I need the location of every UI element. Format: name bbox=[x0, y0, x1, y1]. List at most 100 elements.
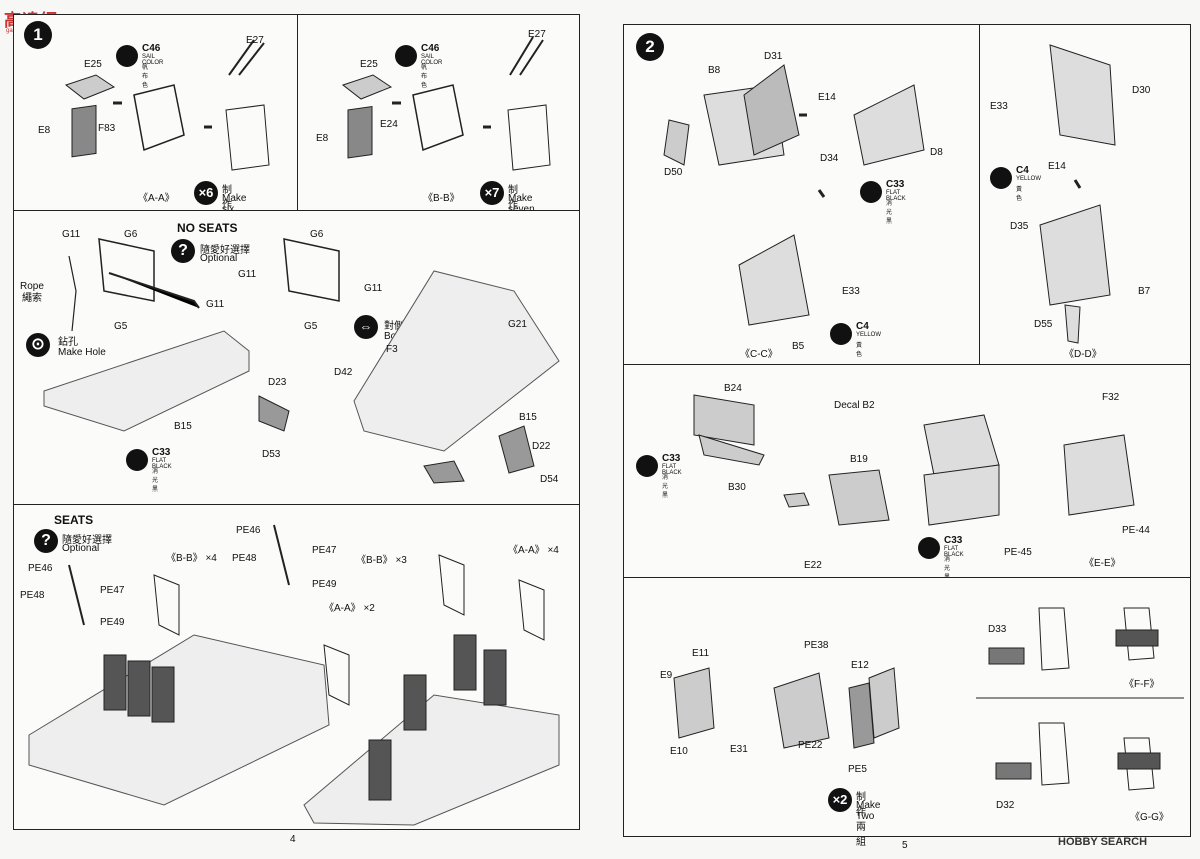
a-a-diagram bbox=[64, 39, 270, 171]
e-e-diagram bbox=[693, 394, 1135, 526]
optional-zh: 隨愛好選擇 bbox=[200, 245, 250, 256]
seat-callout: 《A-A》 ×4 bbox=[508, 545, 559, 556]
panel-c-c: 2 B8 D31 E14 D50 D34 D8 E33 B5 C33 FLAT … bbox=[623, 24, 981, 366]
part-label: E9 bbox=[660, 670, 673, 681]
make-hole-en: Make Hole bbox=[58, 347, 106, 358]
seat-callout: 《A-A》 ×2 bbox=[324, 603, 375, 614]
part-label: G21 bbox=[508, 319, 527, 330]
seat-callout: 《B-B》 ×4 bbox=[166, 553, 217, 564]
part-label: E8 bbox=[316, 133, 329, 144]
step-number-2: 2 bbox=[636, 33, 664, 61]
part-label: E33 bbox=[990, 101, 1008, 112]
section-label: 《F-F》 bbox=[1124, 679, 1160, 690]
part-label: B5 bbox=[792, 341, 805, 352]
optional-zh: 隨愛好選擇 bbox=[62, 535, 112, 546]
part-label: E24 bbox=[380, 119, 398, 130]
no-seats-title: NO SEATS bbox=[177, 221, 238, 235]
brush-icon bbox=[126, 449, 148, 471]
part-label: E25 bbox=[360, 59, 378, 70]
part-label: PE-45 bbox=[1004, 547, 1032, 558]
part-label: PE-44 bbox=[1122, 525, 1150, 536]
page-number-left: 4 bbox=[290, 834, 296, 845]
panel-seats: SEATS ? 隨愛好選擇 Optional PE46 PE48 PE47 PE… bbox=[13, 504, 580, 830]
part-label: G11 bbox=[62, 229, 81, 240]
brush-icon bbox=[830, 323, 852, 345]
part-label: PE49 bbox=[312, 579, 337, 590]
part-label: B7 bbox=[1138, 286, 1151, 297]
part-label: G11 bbox=[206, 299, 225, 310]
part-label: G5 bbox=[304, 321, 318, 332]
make-hole-zh: 鉆孔 bbox=[58, 337, 78, 348]
drill-icon: ⊙ bbox=[26, 333, 50, 357]
part-label: D32 bbox=[996, 800, 1015, 811]
part-label: B15 bbox=[174, 421, 192, 432]
part-label: E27 bbox=[246, 35, 264, 46]
part-label: D54 bbox=[540, 474, 559, 485]
part-label: B30 bbox=[728, 482, 746, 493]
section-label: 《A-A》 bbox=[138, 193, 175, 204]
part-label: PE38 bbox=[804, 640, 829, 651]
rope-en: Rope bbox=[20, 281, 44, 292]
panel-b-b: E25 E8 E24 E27 C46 SAIL COLOR 帆布色 《B-B》 … bbox=[297, 14, 580, 241]
part-label: D23 bbox=[268, 377, 287, 388]
question-icon: ? bbox=[171, 239, 195, 263]
part-label: D35 bbox=[1010, 221, 1029, 232]
seats-title: SEATS bbox=[54, 513, 94, 527]
part-label: F3 bbox=[386, 344, 398, 355]
part-label: Decal B2 bbox=[834, 400, 875, 411]
panel-no-seats: NO SEATS ? 隨愛好選擇 Optional Rope 繩索 ⊙ 鉆孔 M… bbox=[13, 210, 580, 506]
f-f-diagram bbox=[673, 607, 1184, 791]
step-number-1: 1 bbox=[24, 21, 52, 49]
part-label: PE47 bbox=[100, 585, 125, 596]
panel-f-f-g-g: E11 E9 E10 E31 PE38 E12 PE22 PE5 D33 D32… bbox=[623, 577, 1191, 848]
part-label: PE22 bbox=[798, 740, 823, 751]
part-label: G6 bbox=[310, 229, 324, 240]
part-label: F83 bbox=[98, 123, 116, 134]
no-seats-diagram bbox=[43, 238, 560, 484]
brush-icon bbox=[860, 181, 882, 203]
brush-icon bbox=[395, 45, 417, 67]
part-label: D22 bbox=[532, 441, 551, 452]
part-label: E11 bbox=[692, 648, 710, 659]
part-label: D50 bbox=[664, 167, 683, 178]
section-label: 《B-B》 bbox=[423, 193, 460, 204]
part-label: D30 bbox=[1132, 85, 1151, 96]
part-label: G11 bbox=[238, 269, 257, 280]
part-label: G6 bbox=[124, 229, 138, 240]
part-label: D42 bbox=[334, 367, 353, 378]
section-label: 《D-D》 bbox=[1064, 349, 1102, 360]
part-label: PE5 bbox=[848, 764, 867, 775]
part-label: B19 bbox=[850, 454, 868, 465]
seats-diagram bbox=[28, 524, 560, 826]
panel-e-e: B24 Decal B2 B30 B19 E22 PE-45 F32 PE-44… bbox=[623, 364, 1191, 581]
panel-d-d: E33 D30 E14 D35 B7 D55 C4 YELLOW 黃色 《D-D… bbox=[979, 24, 1191, 366]
part-label: G11 bbox=[364, 283, 383, 294]
part-label: PE49 bbox=[100, 617, 125, 628]
c-c-diagram bbox=[663, 64, 925, 326]
both-sides-icon: ⇔ bbox=[354, 315, 378, 339]
panel-a-a: 1 E25 E8 F83 E27 C46 SAIL COLOR 帆布色 《A-A… bbox=[13, 14, 299, 241]
section-label: 《G-G》 bbox=[1130, 812, 1169, 823]
part-label: E12 bbox=[851, 660, 869, 671]
part-label: E27 bbox=[528, 29, 546, 40]
optional-en: Optional bbox=[200, 253, 238, 264]
brush-icon bbox=[116, 45, 138, 67]
part-label: PE48 bbox=[20, 590, 45, 601]
part-label: E14 bbox=[818, 92, 836, 103]
d-d-diagram bbox=[1039, 44, 1116, 344]
part-label: E22 bbox=[804, 560, 822, 571]
part-label: PE46 bbox=[28, 563, 53, 574]
part-label: PE46 bbox=[236, 525, 261, 536]
seat-callout: 《B-B》 ×3 bbox=[356, 555, 407, 566]
part-label: B15 bbox=[519, 412, 537, 423]
section-label: 《E-E》 bbox=[1084, 558, 1121, 569]
part-label: E31 bbox=[730, 744, 748, 755]
part-label: E25 bbox=[84, 59, 102, 70]
question-icon: ? bbox=[34, 529, 58, 553]
part-label: PE47 bbox=[312, 545, 337, 556]
rope-zh: 繩索 bbox=[22, 293, 42, 304]
b-b-diagram bbox=[341, 36, 551, 171]
part-label: B24 bbox=[724, 383, 742, 394]
optional-en: Optional bbox=[62, 543, 100, 554]
part-label: F32 bbox=[1102, 392, 1120, 403]
